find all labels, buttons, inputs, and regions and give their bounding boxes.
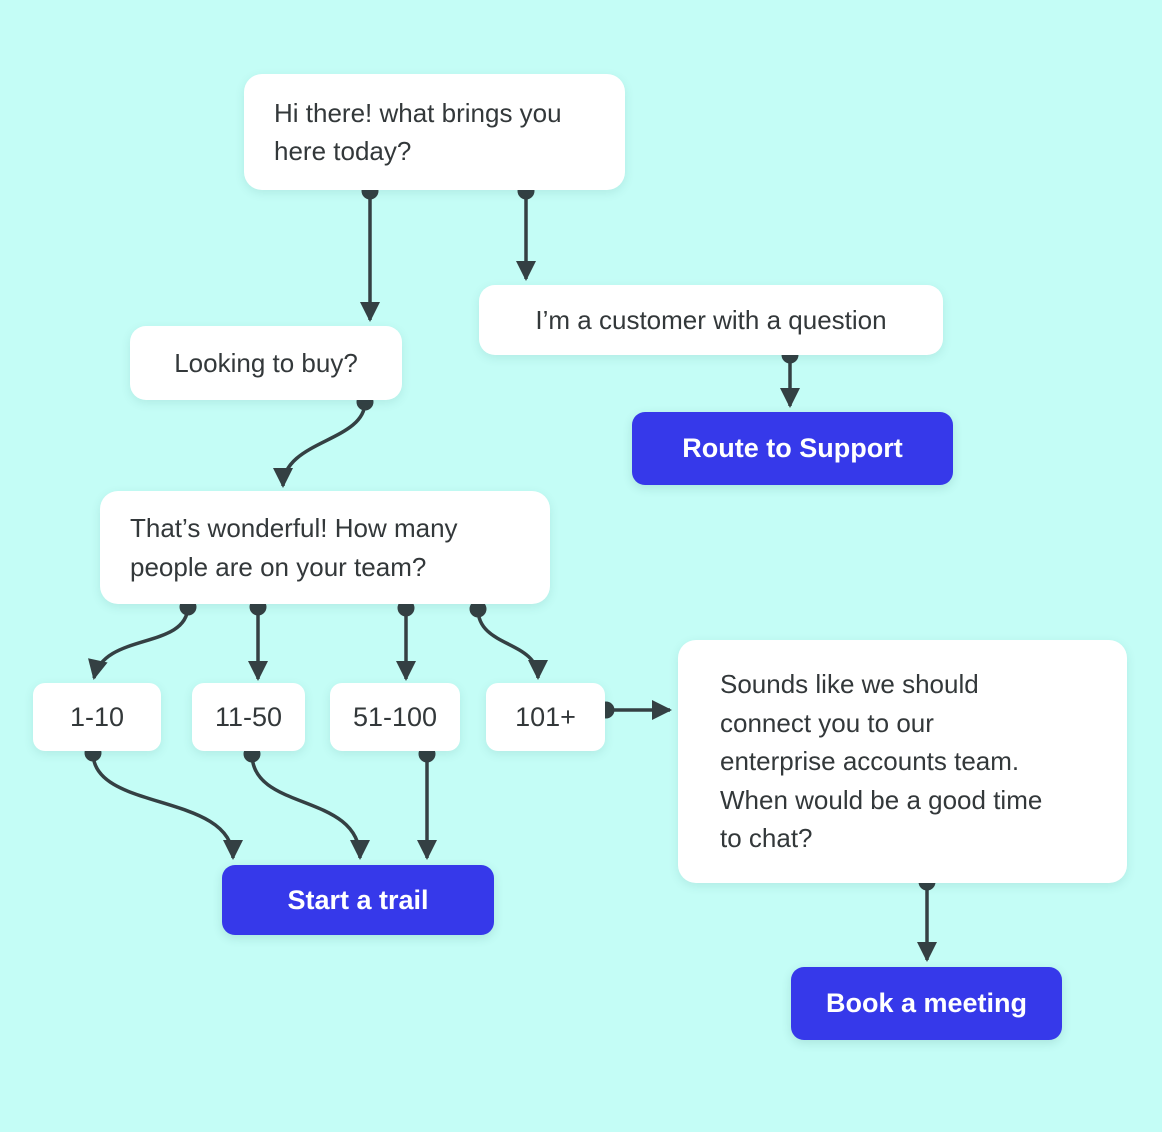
option-size-101-plus-label: 101+ — [515, 701, 576, 732]
option-size-11-50-label: 11-50 — [214, 701, 283, 732]
option-size-1-10[interactable]: 1-10 — [33, 683, 161, 751]
connector-team-size-to-size-1-10 — [88, 598, 197, 680]
option-size-11-50[interactable]: 11-50 — [192, 683, 305, 751]
route-to-support-button[interactable]: Route to Support — [632, 412, 953, 485]
route-to-support-label: Route to Support — [682, 433, 903, 463]
node-enterprise-label: Sounds like we should connect you to our… — [720, 669, 1043, 854]
node-enterprise[interactable]: Sounds like we should connect you to our… — [678, 640, 1127, 883]
node-customer-question[interactable]: I’m a customer with a question — [479, 285, 943, 355]
option-size-51-100[interactable]: 51-100 — [330, 683, 460, 751]
node-greeting-label: Hi there! what brings you here today? — [274, 97, 562, 167]
connector-team-size-to-size-101-plus — [469, 600, 548, 680]
connector-looking-to-buy-to-team-size — [273, 393, 374, 488]
node-greeting[interactable]: Hi there! what brings you here today? — [244, 74, 625, 190]
option-size-101-plus[interactable]: 101+ — [486, 683, 605, 751]
book-a-meeting-button[interactable]: Book a meeting — [791, 967, 1062, 1040]
book-a-meeting-label: Book a meeting — [825, 988, 1028, 1018]
start-a-trail-label: Start a trail — [287, 884, 429, 915]
node-looking-to-buy[interactable]: Looking to buy? — [130, 326, 402, 400]
connector-size-11-50-to-start-a-trail — [243, 745, 370, 860]
node-team-size-label: That’s wonderful! How many people are on… — [130, 513, 458, 582]
node-team-size[interactable]: That’s wonderful! How many people are on… — [100, 491, 550, 604]
node-customer-question-label: I’m a customer with a question — [535, 304, 887, 335]
start-a-trail-button[interactable]: Start a trail — [222, 865, 494, 935]
node-looking-to-buy-label: Looking to buy? — [174, 347, 358, 378]
option-size-51-100-label: 51-100 — [352, 701, 438, 732]
connector-size-1-10-to-start-a-trail — [84, 744, 243, 860]
option-size-1-10-label: 1-10 — [69, 701, 125, 732]
